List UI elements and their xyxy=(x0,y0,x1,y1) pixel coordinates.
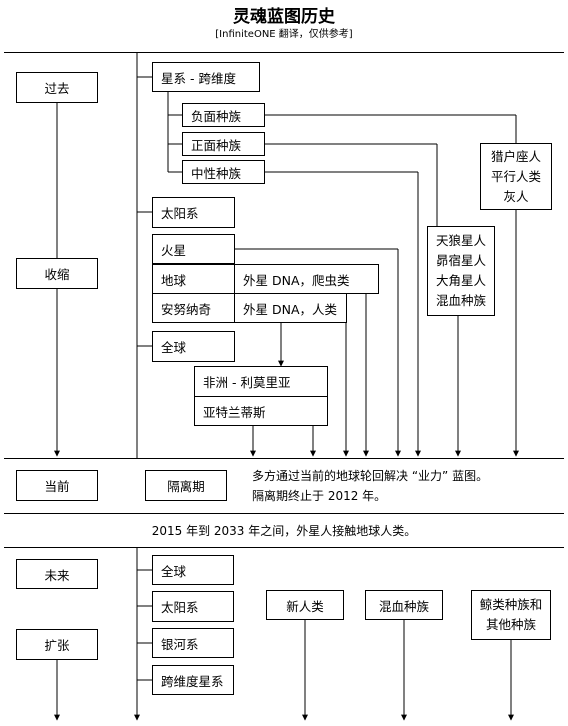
sirius-line-1: 天狼星人 xyxy=(435,233,486,248)
top-divider xyxy=(4,52,564,53)
orion-line-2: 平行人类 xyxy=(490,168,541,184)
orion-line-1: 猎户座人 xyxy=(490,148,541,164)
node-group-orion: 猎户座人 平行人类 灰人 xyxy=(480,143,552,210)
node-neutral-races: 中性种族 xyxy=(182,160,265,184)
orion-line-3: 灰人 xyxy=(503,188,529,204)
node-positive-races: 正面种族 xyxy=(182,132,265,156)
present-bottom-divider xyxy=(4,513,564,514)
era-future: 未来 xyxy=(16,559,98,589)
node-solar-system: 太阳系 xyxy=(152,197,235,228)
cetacean-line-2: 其他种族 xyxy=(485,617,536,632)
node-hybrid-races: 混血种族 xyxy=(365,590,443,620)
node-mars: 火星 xyxy=(152,234,235,264)
node-anunnaki: 安努纳奇 xyxy=(152,293,235,323)
page-title: 灵魂蓝图历史 xyxy=(233,7,335,27)
contact-note: 2015 年到 2033 年之间，外星人接触地球人类。 xyxy=(151,524,417,538)
node-negative-races: 负面种族 xyxy=(182,103,265,127)
node-cetacean-races: 鲸类种族和 其他种族 xyxy=(471,590,551,640)
node-galaxy: 银河系 xyxy=(152,628,234,658)
present-note-line-2: 隔离期终止于 2012 年。 xyxy=(252,489,387,503)
node-star-system: 星系 - 跨维度 xyxy=(152,62,260,92)
node-earth: 地球 xyxy=(152,264,235,294)
node-atlantis: 亚特兰蒂斯 xyxy=(194,396,328,426)
node-global-past: 全球 xyxy=(152,331,235,362)
node-solar-system-future: 太阳系 xyxy=(152,591,234,622)
node-quarantine: 隔离期 xyxy=(145,470,227,501)
present-note-line-1: 多方通过当前的地球轮回解决 “业力” 蓝图。 xyxy=(252,469,489,483)
era-expansion: 扩张 xyxy=(16,629,98,660)
sirius-line-2: 昴宿星人 xyxy=(435,253,486,268)
node-new-humans: 新人类 xyxy=(266,590,344,620)
sirius-line-4: 混血种族 xyxy=(435,293,486,308)
node-group-sirius: 天狼星人 昴宿星人 大角星人 混血种族 xyxy=(427,226,495,316)
era-past: 过去 xyxy=(16,72,98,103)
node-africa-lemuria: 非洲 - 利莫里亚 xyxy=(194,366,328,397)
node-anunnaki-note: 外星 DNA，人类 xyxy=(234,293,347,323)
sirius-line-3: 大角星人 xyxy=(435,273,486,288)
node-global-future: 全球 xyxy=(152,555,234,585)
node-earth-note: 外星 DNA，爬虫类 xyxy=(234,264,379,294)
era-present: 当前 xyxy=(16,470,98,501)
present-top-divider xyxy=(4,458,564,459)
future-top-divider xyxy=(4,547,564,548)
era-contraction: 收缩 xyxy=(16,258,98,289)
cetacean-line-1: 鲸类种族和 xyxy=(479,597,543,612)
node-interdimensional-galaxy: 跨维度星系 xyxy=(152,665,234,695)
page-subtitle: [InfiniteONE 翻译，仅供参考] xyxy=(215,29,353,40)
